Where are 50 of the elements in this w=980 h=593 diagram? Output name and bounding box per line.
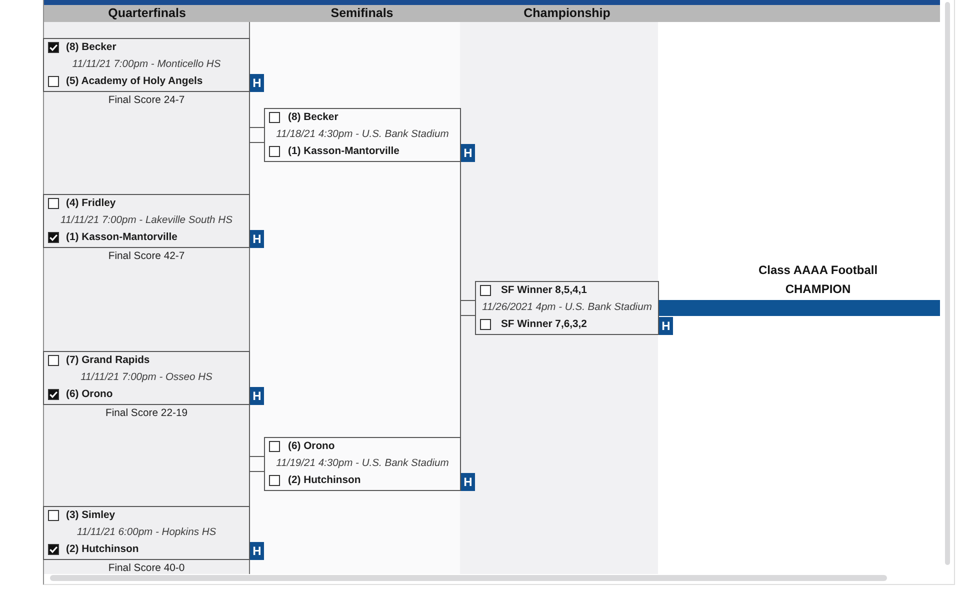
team-name: (5) Academy of Holy Angels — [66, 76, 203, 87]
h-button: H — [461, 473, 475, 491]
match-box — [475, 281, 659, 335]
column-header: Quarterfinals — [108, 5, 186, 22]
score-caption: Final Score 40-0 — [107, 562, 186, 575]
team-name: (3) Simley — [66, 510, 116, 521]
team-name: (8) Becker — [66, 42, 116, 53]
h-button: H — [250, 542, 264, 560]
team-name: (2) Hutchinson — [288, 475, 361, 486]
team-name: (6) Orono — [288, 441, 335, 452]
score-caption: Final Score 42-7 — [107, 250, 186, 263]
team-name: (4) Fridley — [66, 198, 116, 209]
h-button: H — [659, 317, 673, 335]
game-info: 11/18/21 4:30pm - U.S. Bank Stadium — [275, 128, 450, 142]
bracket-connector — [460, 315, 476, 438]
game-info: 11/26/2021 4pm - U.S. Bank Stadium — [481, 301, 653, 315]
column-header: Championship — [524, 5, 610, 22]
h-button: H — [250, 74, 264, 92]
team-name: SF Winner 7,6,3,2 — [501, 319, 587, 330]
champion-bar — [659, 300, 940, 316]
h-button: H — [461, 144, 475, 162]
game-info: 11/11/21 6:00pm - Hopkins HS — [76, 526, 218, 540]
h-button: H — [250, 387, 264, 405]
match-box — [264, 108, 461, 162]
champion-heading: Class AAAA Football CHAMPION — [757, 262, 879, 298]
team-name: (8) Becker — [288, 112, 338, 123]
bracket-connector — [460, 161, 476, 316]
team-name: (1) Kasson-Mantorville — [66, 232, 178, 243]
bracket-connector — [249, 404, 265, 472]
bracket-connector — [249, 471, 265, 507]
match-box — [264, 437, 461, 491]
game-info: 11/19/21 4:30pm - U.S. Bank Stadium — [275, 457, 450, 471]
game-info: 11/11/21 7:00pm - Osseo HS — [80, 371, 214, 385]
column-header: Semifinals — [330, 5, 394, 22]
game-info: 11/11/21 7:00pm - Monticello HS — [71, 58, 222, 72]
game-info: 11/11/21 7:00pm - Lakeville South HS — [60, 214, 234, 228]
team-name: (6) Orono — [66, 389, 113, 400]
bracket-connector — [249, 91, 265, 143]
score-caption: Final Score 24-7 — [107, 94, 186, 107]
team-name: (7) Grand Rapids — [66, 355, 150, 366]
match-box — [43, 506, 250, 560]
match-box — [43, 351, 250, 405]
match-box — [43, 38, 250, 92]
score-caption: Final Score 22-19 — [104, 407, 188, 420]
match-box — [43, 194, 250, 248]
h-button: H — [250, 230, 264, 248]
team-name: (1) Kasson-Mantorville — [288, 146, 400, 157]
team-name: SF Winner 8,5,4,1 — [501, 285, 587, 296]
team-name: (2) Hutchinson — [66, 544, 139, 555]
bracket-connector — [249, 142, 265, 195]
